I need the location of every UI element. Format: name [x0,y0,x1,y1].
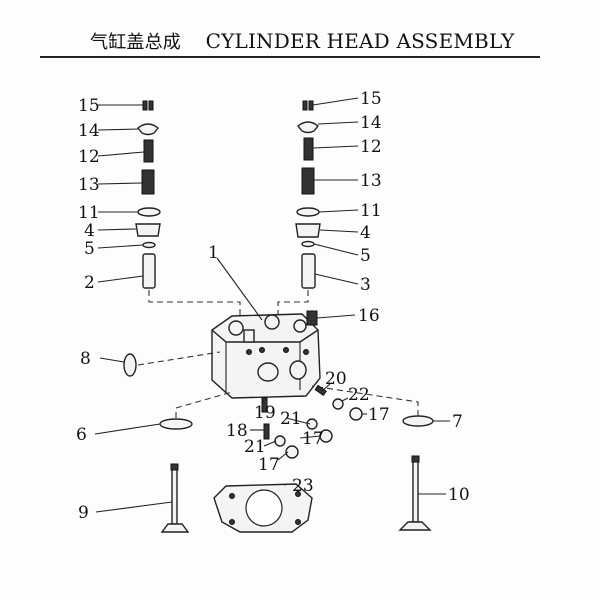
valve-guide-right [301,253,316,289]
callout-12-left: 12 [78,147,100,167]
stud-18 [263,423,270,440]
washer-22 [332,398,344,410]
callout-21-b: 21 [244,437,266,457]
washer-21-b [274,435,286,447]
callout-2: 2 [84,273,95,293]
callout-22: 22 [348,385,370,405]
callout-3: 3 [360,275,371,295]
right-valve-stack [295,100,321,289]
spring-retainer-left [137,123,159,136]
callout-23: 23 [292,476,314,496]
callout-6: 6 [76,425,87,445]
callout-13-left: 13 [78,175,100,195]
callout-15-right: 15 [360,89,382,109]
title-underline [40,56,540,58]
circlip-left [142,241,156,249]
assembly-line-right-seat [311,385,419,416]
head-gasket [213,483,313,533]
valve-seat-right [402,415,434,427]
page-title: 气缸盖总成 CYLINDER HEAD ASSEMBLY [90,28,514,54]
washer-21-a [306,418,318,430]
valve-guide-left [142,253,156,289]
callout-17-b: 17 [302,429,324,449]
o-ring [123,353,137,377]
title-chinese: 气缸盖总成 [90,32,181,53]
inner-spring-left [143,139,154,163]
nut-17-a [349,407,363,421]
title-english: CYLINDER HEAD ASSEMBLY [205,29,515,53]
fasteners [261,384,363,459]
callout-5-right: 5 [360,246,371,266]
stud-19 [261,397,268,413]
callout-17-a: 17 [368,405,390,425]
callout-8: 8 [80,349,91,369]
callout-14-left: 14 [78,121,100,141]
callout-7: 7 [452,412,463,432]
valve-cotter-right [302,100,314,111]
callout-14-right: 14 [360,113,382,133]
callout-10: 10 [448,485,470,505]
exhaust-valve [398,455,432,531]
callout-21-a: 21 [280,409,302,429]
left-valve-stack [135,100,161,289]
head-stud [306,310,318,326]
oil-seal-right [295,223,321,238]
spring-retainer-right [297,121,319,134]
circlip-right [301,240,315,248]
callout-4-right: 4 [360,223,371,243]
assembly-line-left-seat [175,391,233,418]
intake-valve [160,463,190,533]
assembly-line-left-guide [148,290,241,330]
valve-cotter-left [142,100,154,111]
callout-13-right: 13 [360,171,382,191]
inner-spring-right [303,137,314,161]
callout-5-left: 5 [84,239,95,259]
valve-seat-left [159,418,193,430]
callout-17-c: 17 [258,455,280,475]
spring-seat-left [137,207,161,217]
callout-15-left: 15 [78,96,100,116]
callout-11-right: 11 [360,201,382,221]
cylinder-head [211,313,321,399]
outer-spring-left [141,169,155,195]
nut-17-c [285,445,299,459]
callout-4-left: 4 [84,221,95,241]
stud-20 [314,384,327,397]
callout-12-right: 12 [360,137,382,157]
leader-lines [94,97,450,513]
outer-spring-right [301,167,315,195]
callout-19: 19 [254,403,276,423]
callout-20: 20 [325,369,347,389]
spring-seat-right [296,207,320,217]
callout-18: 18 [226,421,248,441]
assembly-line-o-ring [137,351,221,366]
callout-11-left: 11 [78,203,100,223]
callout-9: 9 [78,503,89,523]
oil-seal-left [135,223,161,237]
callout-labels: 15 14 12 13 11 4 5 2 1 15 14 12 13 11 4 … [76,89,470,523]
callout-1: 1 [208,243,219,263]
callout-16: 16 [358,306,380,326]
